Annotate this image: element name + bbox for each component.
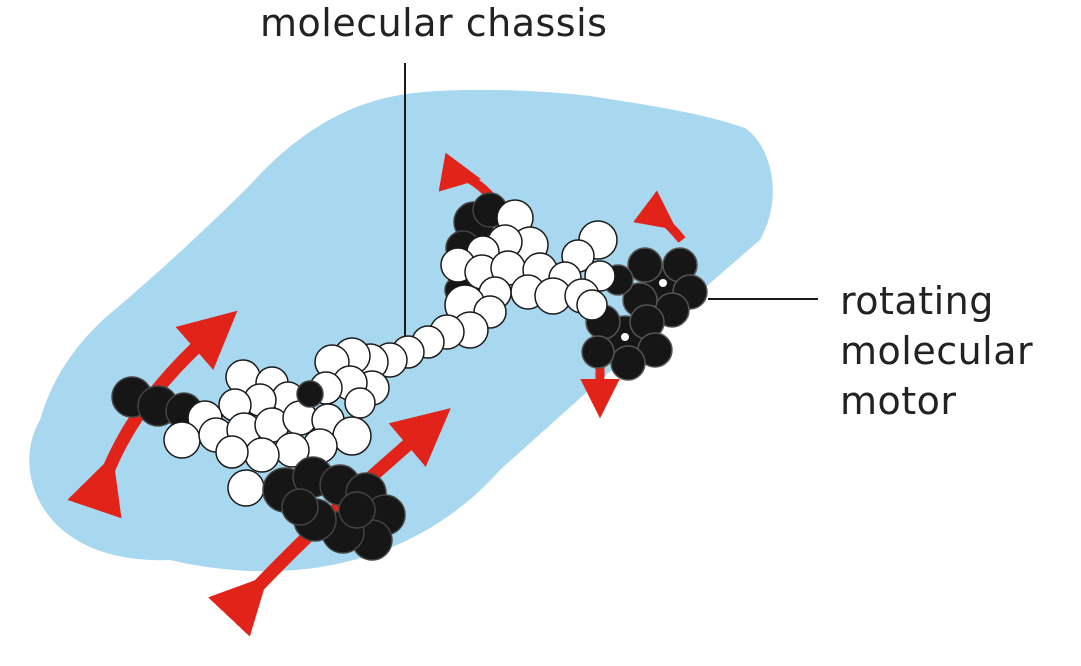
rotating-molecular-motor-label: rotating molecular motor bbox=[840, 276, 1033, 426]
molecular-chassis-label: molecular chassis bbox=[260, 1, 608, 45]
motor-label-line-3: motor bbox=[840, 379, 957, 424]
rotation-arrow-rear-right-top bbox=[633, 190, 686, 243]
front-right-wheel bbox=[262, 456, 406, 561]
motor-label-line-1: rotating bbox=[840, 279, 994, 323]
chassis-black-atom bbox=[296, 380, 324, 408]
molecular-motor-centers bbox=[621, 279, 667, 341]
molecular-chassis bbox=[163, 199, 618, 507]
motor-label-line-2: molecular bbox=[840, 329, 1034, 374]
